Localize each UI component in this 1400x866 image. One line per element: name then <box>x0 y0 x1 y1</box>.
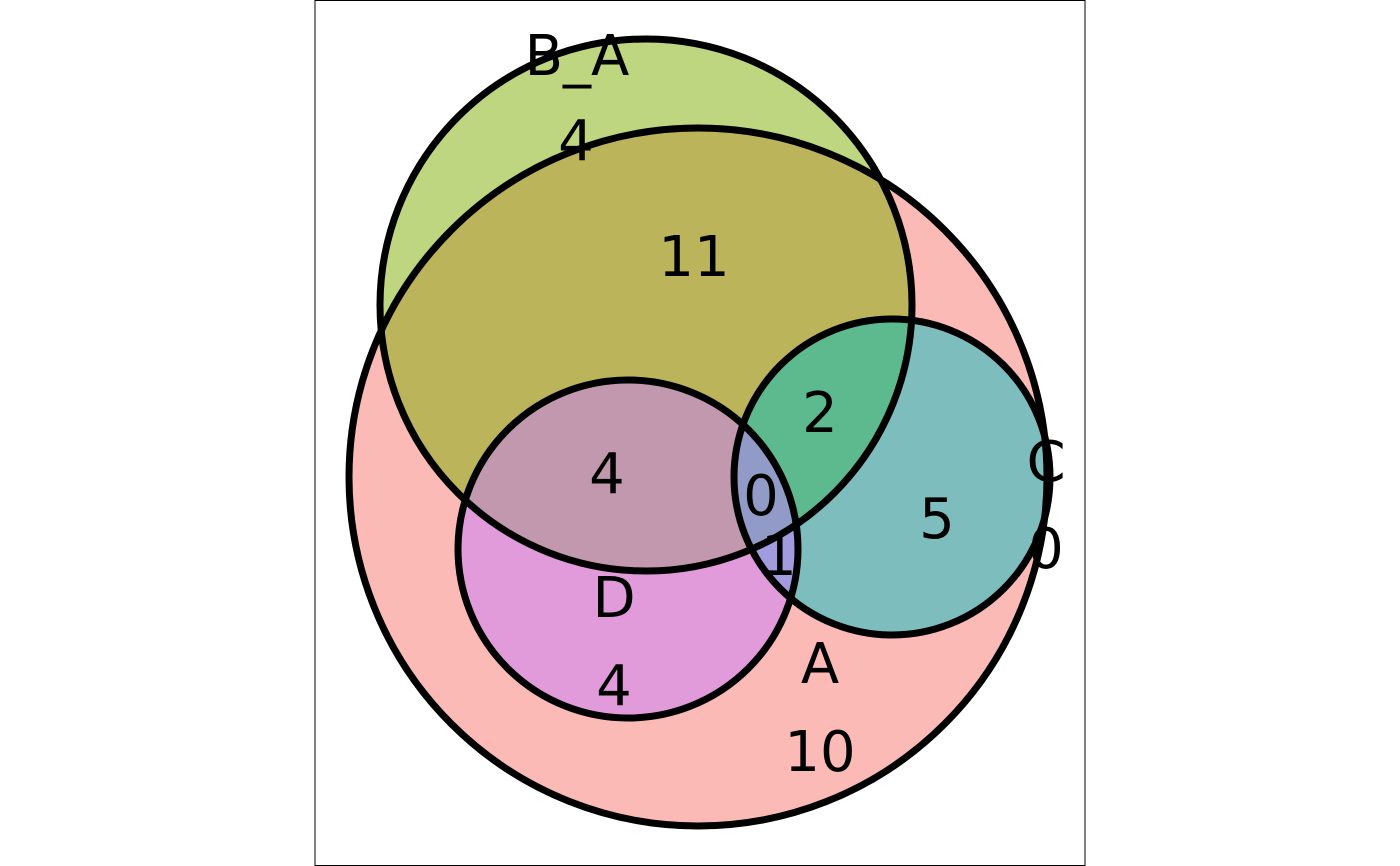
count-d-only: 4 <box>596 654 632 719</box>
set-label-c: C <box>1026 430 1065 495</box>
set-label-d: D <box>592 566 635 631</box>
count-b-a-only: 4 <box>558 109 594 174</box>
set-c-fill <box>734 319 1050 635</box>
count-a-c-d: 1 <box>761 524 797 589</box>
count-a-c: 5 <box>919 487 955 552</box>
set-d-fill <box>458 380 798 718</box>
set-c-outline <box>730 315 1054 639</box>
set-label-b-a: B_A <box>525 24 630 89</box>
count-a-b-a-d: 4 <box>589 442 625 507</box>
set-d-outline <box>454 376 802 722</box>
count-a-b-a-c-d: 0 <box>743 464 779 529</box>
count-a-b-a-c: 2 <box>802 381 838 446</box>
set-b-a-outline <box>376 35 916 575</box>
set-label-a: A <box>801 632 839 697</box>
count-a-only: 10 <box>784 720 855 785</box>
count-c-only: 0 <box>1028 517 1064 582</box>
count-a-b-a: 11 <box>658 225 729 290</box>
